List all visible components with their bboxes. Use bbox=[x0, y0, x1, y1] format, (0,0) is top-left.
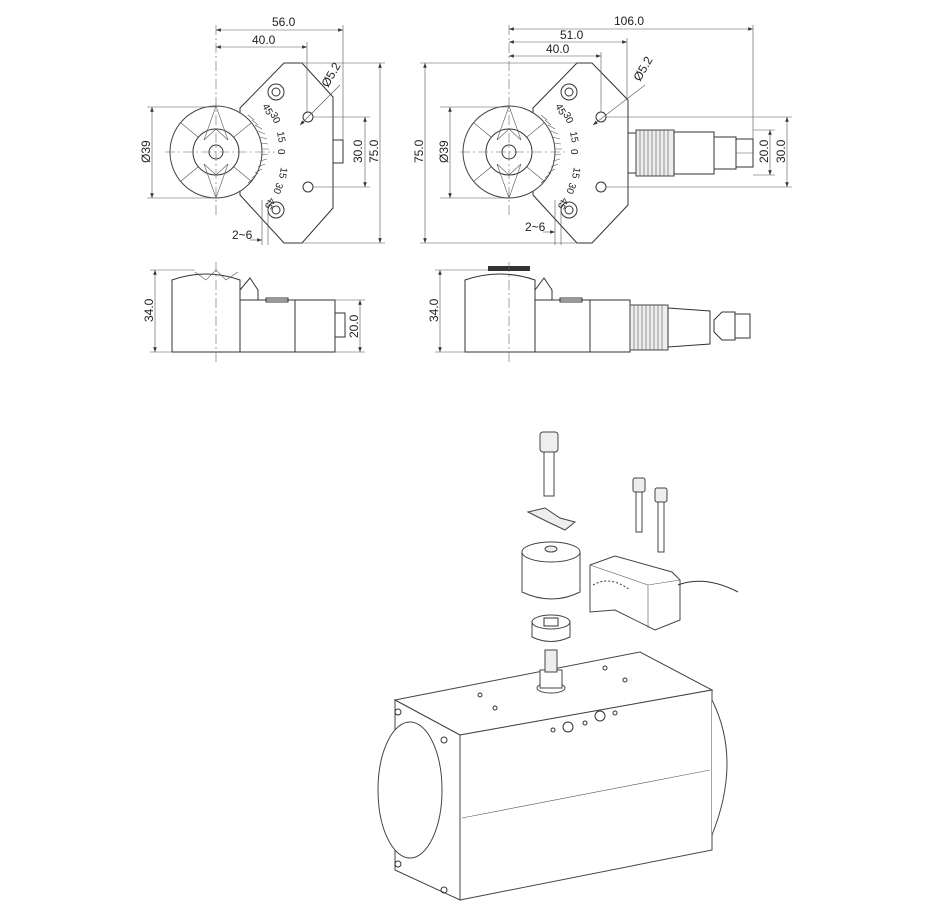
svg-text:0: 0 bbox=[568, 149, 579, 155]
top-view-right: 45 30 15 0 15 30 45 106.0 51.0 40.0 Ø5. bbox=[412, 14, 792, 245]
angle-scale: 45 30 15 0 15 30 45 bbox=[259, 102, 288, 211]
connector-stub bbox=[332, 139, 344, 164]
drive-shaft bbox=[536, 649, 566, 694]
m12-connector bbox=[627, 129, 754, 177]
coupling bbox=[531, 614, 571, 642]
dim-gap: 2~6 bbox=[232, 228, 253, 242]
dim-30: 30.0 bbox=[351, 139, 365, 163]
dim-106: 106.0 bbox=[614, 14, 644, 28]
dim-dia-39: Ø39 bbox=[437, 140, 451, 163]
indicator-dome bbox=[521, 541, 581, 600]
svg-text:45: 45 bbox=[555, 196, 570, 212]
angle-scale: 45 30 15 0 15 30 45 bbox=[552, 102, 581, 211]
svg-text:15: 15 bbox=[569, 166, 582, 179]
dim-hole-dia: Ø5.2 bbox=[630, 54, 655, 84]
svg-text:15: 15 bbox=[274, 131, 287, 144]
side-view-right: 34.0 bbox=[427, 262, 751, 365]
sensor-head bbox=[589, 555, 739, 631]
svg-text:0: 0 bbox=[275, 149, 286, 155]
dim-75: 75.0 bbox=[412, 139, 426, 163]
svg-text:45: 45 bbox=[262, 196, 277, 212]
pneumatic-actuator bbox=[377, 649, 728, 901]
svg-text:30: 30 bbox=[267, 111, 282, 126]
dim-40: 40.0 bbox=[252, 33, 276, 47]
svg-text:30: 30 bbox=[270, 181, 284, 196]
dim-40: 40.0 bbox=[546, 42, 570, 56]
top-view-left: 45 30 15 0 15 30 45 56.0 40.0 Ø5.2 75.0 … bbox=[139, 15, 385, 245]
svg-text:15: 15 bbox=[567, 131, 580, 144]
dim-30: 30.0 bbox=[774, 139, 788, 163]
dim-51: 51.0 bbox=[560, 28, 584, 42]
svg-text:30: 30 bbox=[563, 181, 577, 196]
dim-75: 75.0 bbox=[367, 139, 381, 163]
dim-34: 34.0 bbox=[142, 298, 156, 322]
cap-screw bbox=[539, 431, 559, 497]
svg-text:15: 15 bbox=[276, 166, 289, 179]
dim-gap: 2~6 bbox=[525, 220, 546, 234]
side-view-left: 34.0 20.0 bbox=[142, 262, 365, 365]
svg-text:45: 45 bbox=[552, 102, 567, 118]
dim-34: 34.0 bbox=[427, 298, 441, 322]
svg-text:45: 45 bbox=[259, 102, 274, 118]
dim-20: 20.0 bbox=[757, 139, 771, 163]
dim-dia-39: Ø39 bbox=[139, 140, 153, 163]
mounting-hole bbox=[302, 181, 314, 193]
exploded-assembly bbox=[377, 431, 739, 901]
indicator-bracket bbox=[526, 507, 577, 531]
svg-text:30: 30 bbox=[560, 111, 575, 126]
dim-56: 56.0 bbox=[272, 15, 296, 29]
dim-20: 20.0 bbox=[347, 314, 361, 338]
